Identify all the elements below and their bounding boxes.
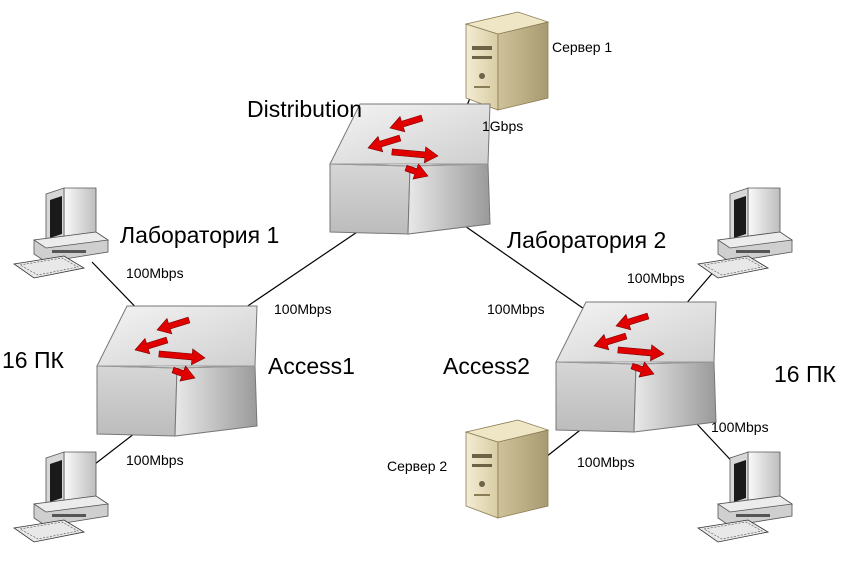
server-1[interactable] bbox=[465, 11, 549, 111]
link-distribution-access1 bbox=[223, 221, 373, 323]
server-2[interactable] bbox=[465, 419, 549, 519]
label-access2: Access2 bbox=[443, 353, 530, 379]
arrow-icon bbox=[158, 348, 206, 366]
label-server1: Сервер 1 bbox=[552, 39, 612, 55]
arrow-icon bbox=[593, 332, 628, 351]
switch-distribution[interactable] bbox=[329, 103, 491, 235]
arrow-icon bbox=[630, 361, 655, 378]
label-server2: Сервер 2 bbox=[387, 458, 447, 474]
speed-server1-distribution: 1Gbps bbox=[482, 118, 523, 134]
label-lab1-count: 16 ПК bbox=[2, 347, 65, 373]
speed-access2-server2: 100Mbps bbox=[577, 454, 635, 470]
switch-access2[interactable] bbox=[555, 301, 717, 433]
arrow-icon bbox=[615, 312, 650, 331]
link-distribution-access2 bbox=[461, 223, 601, 321]
speed-access1-pc-bottom: 100Mbps bbox=[126, 452, 184, 468]
speed-distribution-access1: 100Mbps bbox=[274, 301, 332, 317]
arrow-icon bbox=[171, 365, 196, 382]
arrow-icon bbox=[134, 336, 169, 355]
pc-lab2-bottom[interactable] bbox=[697, 451, 793, 543]
label-lab2: Лаборатория 2 bbox=[507, 227, 666, 253]
arrow-icon bbox=[617, 344, 665, 362]
speed-access2-pc-bottom: 100Mbps bbox=[711, 419, 769, 435]
switch-access1[interactable] bbox=[96, 305, 258, 437]
arrow-icon bbox=[367, 134, 402, 153]
pc-lab1-bottom[interactable] bbox=[13, 451, 109, 543]
speed-distribution-access2: 100Mbps bbox=[487, 301, 545, 317]
label-lab1: Лаборатория 1 bbox=[120, 222, 279, 248]
speed-access1-pc-top: 100Mbps bbox=[126, 265, 184, 281]
switch-arrows-icon bbox=[593, 312, 665, 378]
arrow-icon bbox=[404, 163, 429, 180]
switch-arrows-icon bbox=[134, 316, 206, 382]
pc-lab2-top[interactable] bbox=[697, 187, 793, 279]
label-distribution: Distribution bbox=[247, 96, 362, 122]
arrow-icon bbox=[156, 316, 191, 335]
arrow-icon bbox=[389, 114, 424, 133]
speed-access2-pc-top: 100Mbps bbox=[627, 270, 685, 286]
arrow-icon bbox=[391, 146, 439, 164]
switch-arrows-icon bbox=[367, 114, 439, 180]
label-access1: Access1 bbox=[268, 353, 355, 379]
label-lab2-count: 16 ПК bbox=[774, 361, 837, 387]
